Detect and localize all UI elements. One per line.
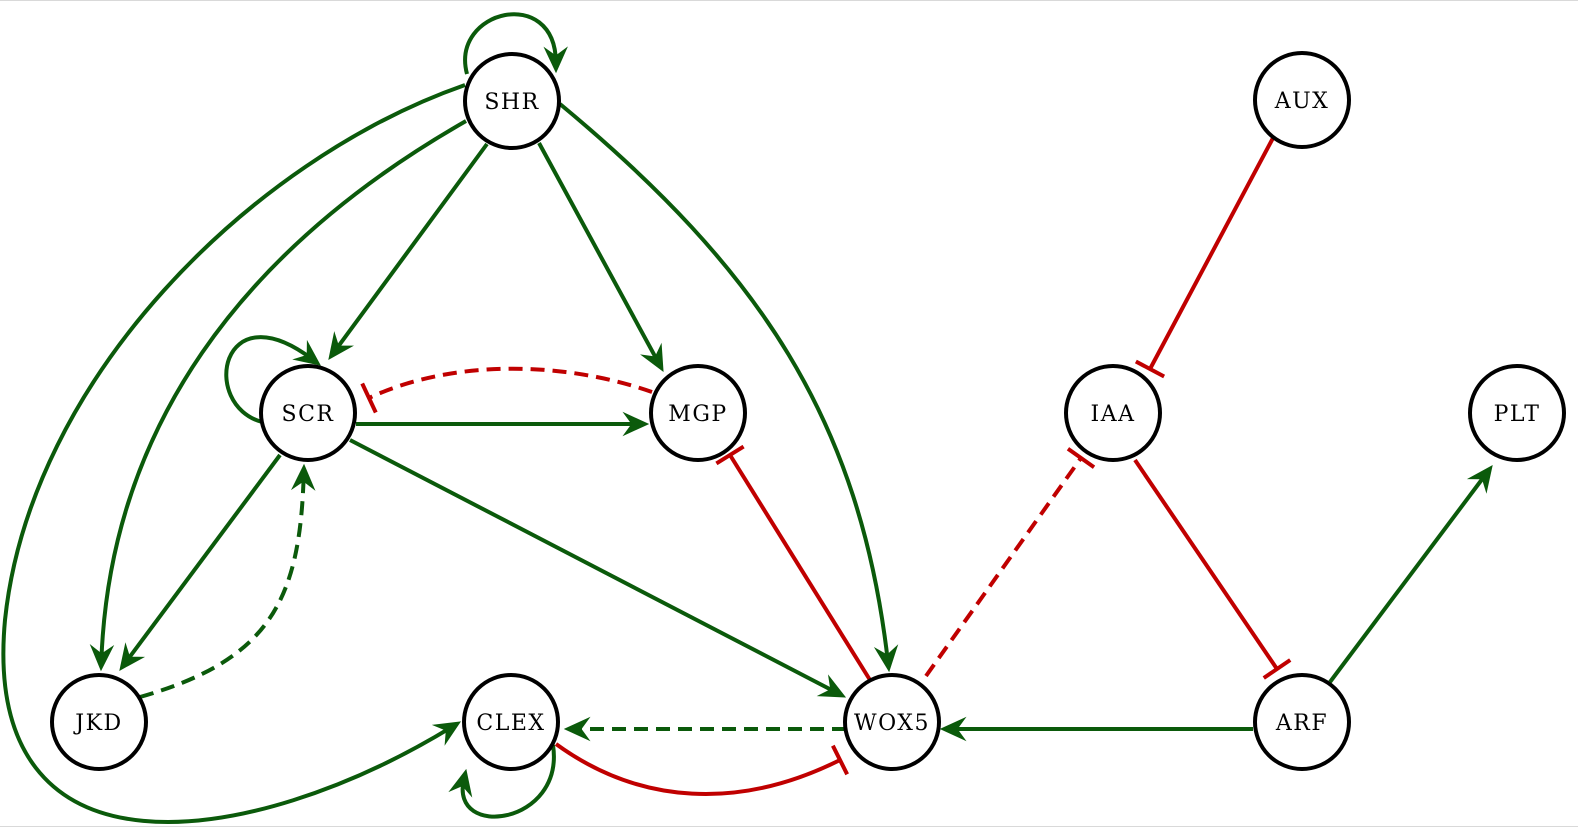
edge-iaa-arf — [1133, 458, 1292, 680]
edge-clex-clex — [448, 744, 556, 819]
edge-line-wox5-mgp — [728, 453, 872, 682]
inhibition-bar-clex-wox5 — [831, 744, 849, 776]
arrowhead-shr-clex — [431, 721, 462, 746]
node-label-jkd: JKD — [73, 711, 122, 736]
edge-line-shr-scr — [333, 142, 489, 353]
edge-arf-wox5 — [939, 716, 1253, 742]
inhibition-bar-mgp-scr — [360, 382, 378, 414]
node-label-shr: SHR — [484, 90, 539, 115]
inhibition-bar-wox5-iaa — [1066, 447, 1096, 469]
inhibition-bar-wox5-mgp — [715, 444, 745, 466]
node-circle-mgp — [649, 364, 747, 462]
edge-line-jkd-scr — [139, 474, 306, 699]
edge-scr-wox5 — [349, 438, 847, 698]
edge-scr-mgp — [356, 411, 650, 437]
arrowhead-scr-mgp — [622, 411, 650, 437]
node-circle-iaa — [1064, 364, 1162, 462]
edges-layer — [1, 12, 1493, 824]
arrowhead-shr-scr — [328, 331, 354, 360]
arrowhead-scr-jkd — [119, 642, 146, 671]
edge-wox5-iaa — [924, 447, 1096, 678]
edge-line-aux-iaa — [1148, 137, 1275, 370]
edge-line-scr-wox5 — [349, 438, 838, 695]
node-circle-scr — [259, 364, 357, 462]
arrowhead-jkd-scr — [290, 463, 316, 491]
edge-line-shr-wox5 — [558, 102, 890, 662]
arrowhead-arf-plt — [1466, 465, 1493, 494]
edge-wox5-clex — [563, 716, 846, 742]
edge-line-mgp-scr — [368, 366, 653, 400]
edge-line-scr-scr — [224, 335, 314, 424]
node-shr: SHR — [463, 52, 561, 150]
edge-jkd-scr — [139, 463, 316, 699]
node-circle-jkd — [50, 673, 148, 771]
node-plt: PLT — [1468, 364, 1566, 462]
node-circle-wox5 — [843, 673, 941, 771]
edge-line-wox5-iaa — [924, 456, 1083, 678]
edge-arf-plt — [1328, 465, 1493, 684]
node-arf: ARF — [1253, 673, 1351, 771]
node-circle-plt — [1468, 364, 1566, 462]
edge-shr-jkd — [89, 119, 467, 672]
edge-line-iaa-arf — [1133, 458, 1279, 671]
node-label-scr: SCR — [282, 402, 335, 427]
arrowhead-scr-scr — [292, 339, 321, 366]
edge-shr-mgp — [537, 142, 664, 373]
node-jkd: JKD — [50, 673, 148, 771]
node-scr: SCR — [259, 364, 357, 462]
node-label-wox5: WOX5 — [854, 711, 930, 736]
inhibition-bar-aux-iaa — [1134, 359, 1166, 379]
node-label-arf: ARF — [1275, 711, 1328, 736]
node-circle-clex — [462, 673, 560, 771]
node-wox5: WOX5 — [843, 673, 941, 771]
node-circle-shr — [463, 52, 561, 150]
node-clex: CLEX — [462, 673, 560, 771]
edge-line-clex-wox5 — [554, 742, 841, 796]
edge-shr-shr — [463, 12, 568, 75]
edge-scr-scr — [224, 335, 321, 424]
arrowhead-shr-wox5 — [873, 644, 899, 673]
edge-line-shr-jkd — [99, 119, 467, 661]
node-label-plt: PLT — [1494, 402, 1541, 427]
inhibition-bar-iaa-arf — [1262, 658, 1292, 680]
arrowhead-arf-wox5 — [939, 716, 967, 742]
edge-shr-scr — [328, 142, 489, 360]
edge-line-shr-mgp — [537, 142, 660, 364]
edge-scr-jkd — [119, 453, 282, 671]
edge-shr-wox5 — [558, 102, 899, 673]
arrowhead-clex-clex — [448, 768, 473, 798]
nodes-layer: SHR SCR MGP JKD CLEX WOX5 AUX IAA PLT ARF — [50, 51, 1566, 771]
edge-line-clex-clex — [460, 744, 556, 819]
edge-line-shr-clex — [1, 83, 466, 824]
node-circle-arf — [1253, 673, 1351, 771]
arrowhead-shr-mgp — [640, 342, 664, 373]
edge-mgp-scr — [360, 366, 653, 414]
node-label-clex: CLEX — [476, 711, 545, 736]
edge-line-arf-plt — [1328, 472, 1488, 684]
edge-line-scr-jkd — [124, 453, 282, 664]
arrowhead-wox5-clex — [563, 716, 591, 742]
edge-aux-iaa — [1134, 137, 1275, 379]
edge-line-shr-shr — [463, 12, 558, 75]
node-label-iaa: IAA — [1091, 402, 1136, 427]
arrowhead-shr-jkd — [89, 644, 115, 672]
arrowhead-scr-wox5 — [816, 674, 847, 698]
node-label-mgp: MGP — [668, 402, 727, 427]
node-iaa: IAA — [1064, 364, 1162, 462]
edge-clex-wox5 — [554, 742, 849, 796]
arrowhead-shr-shr — [543, 46, 568, 74]
edge-wox5-mgp — [715, 444, 872, 682]
node-label-aux: AUX — [1274, 89, 1330, 114]
edge-shr-clex — [1, 83, 466, 824]
node-circle-aux — [1253, 51, 1351, 149]
node-mgp: MGP — [649, 364, 747, 462]
node-aux: AUX — [1253, 51, 1351, 149]
